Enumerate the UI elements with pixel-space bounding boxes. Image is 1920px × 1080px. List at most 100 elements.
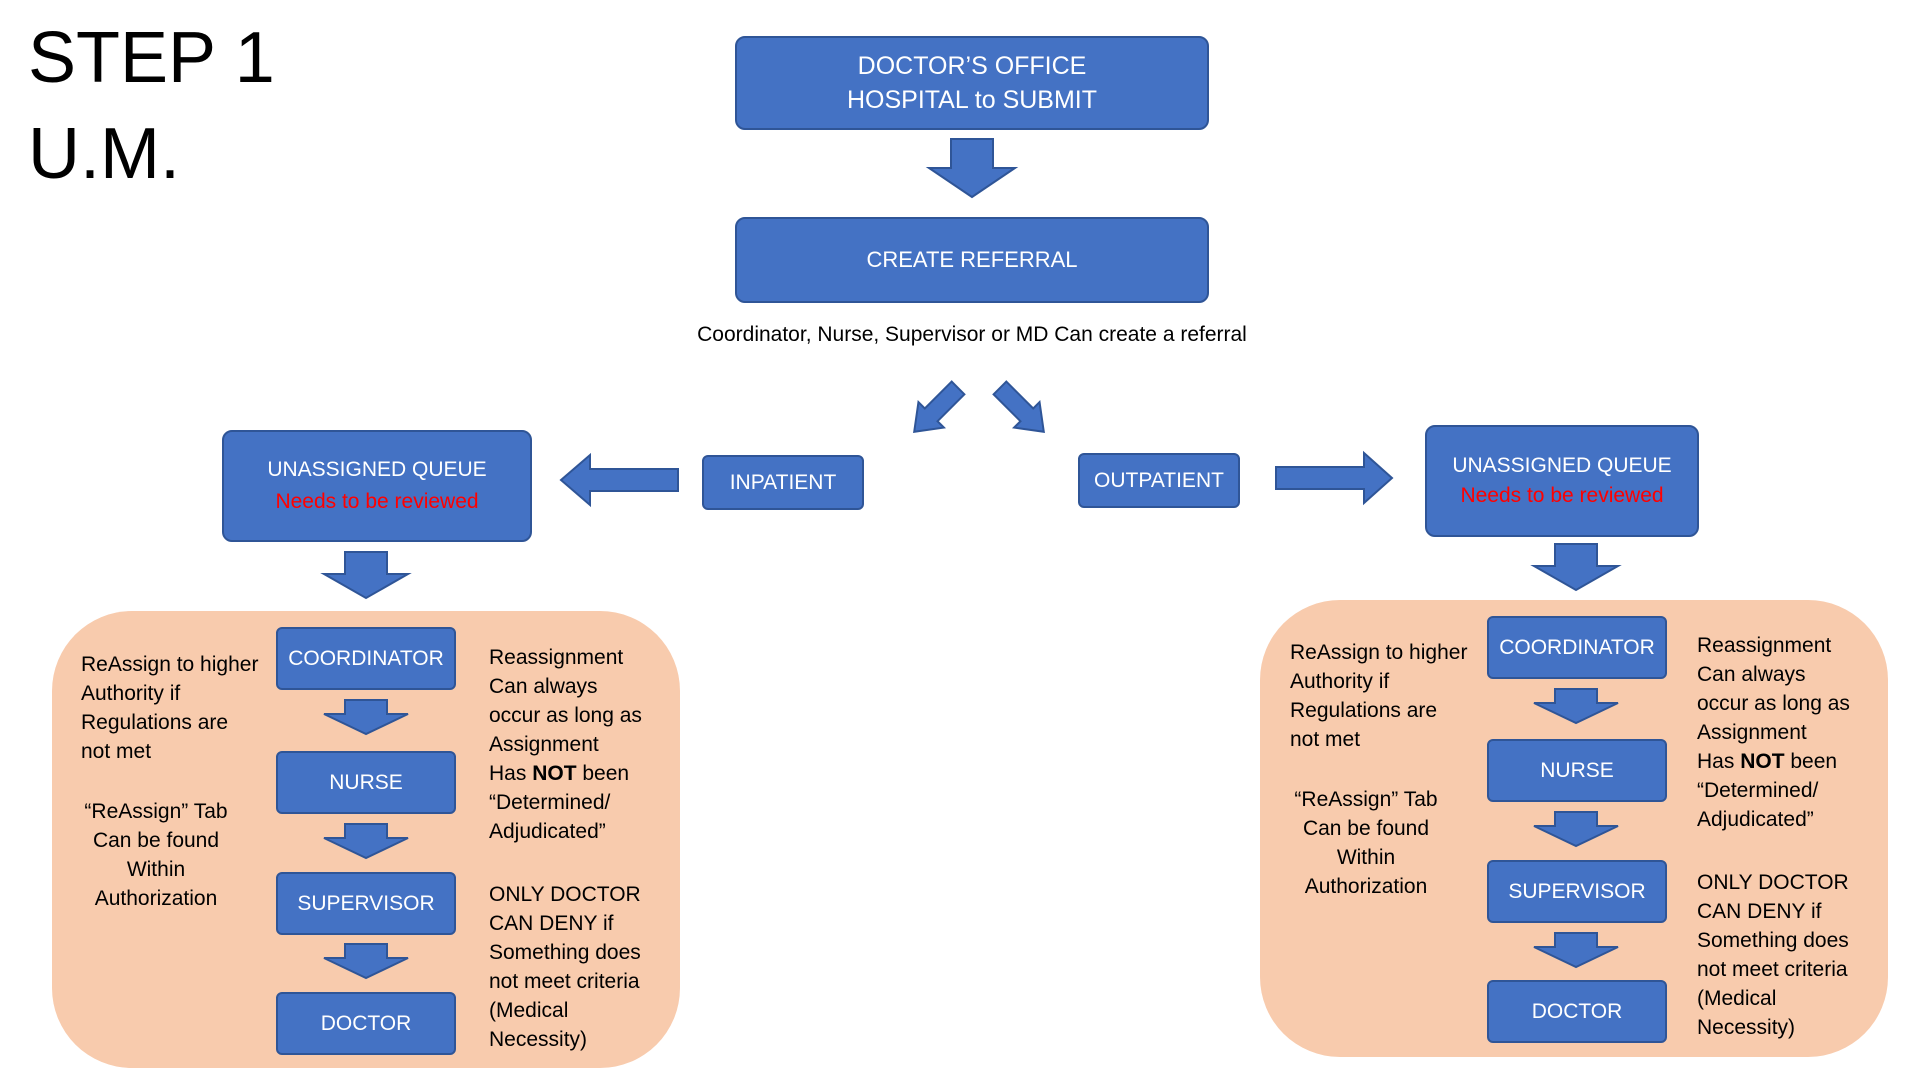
deny-line: (Medical [1697, 987, 1777, 1010]
deny-line: not meet criteria [489, 970, 640, 993]
reassign-line: Regulations are [1290, 699, 1438, 722]
right-arrow-icon [1275, 450, 1394, 506]
rule-line: Assignment [1697, 721, 1807, 744]
tab-line: Can be found [1302, 817, 1430, 840]
rule-line: Can always [1697, 663, 1806, 686]
queue-subtitle-left: Needs to be reviewed [275, 490, 479, 513]
supervisor-label-left: SUPERVISOR [297, 891, 435, 915]
reassign-tab-note-left: “ReAssign” Tab Can be found Within Autho… [70, 797, 242, 913]
create-referral-box: CREATE REFERRAL [735, 217, 1209, 303]
been-text: been [1784, 750, 1838, 773]
reassignment-rule-note-left: Reassignment Can always occur as long as… [489, 643, 679, 846]
deny-note-right: ONLY DOCTOR CAN DENY if Something does n… [1697, 868, 1887, 1042]
reassign-line: Authority if [1290, 670, 1390, 693]
reassign-line: ReAssign to higher [1290, 641, 1468, 664]
coordinator-box-left: COORDINATOR [276, 627, 456, 690]
deny-line: Something does [1697, 929, 1849, 952]
role-arrow-left-1-icon [323, 699, 409, 736]
reassign-line: not met [1290, 728, 1361, 751]
supervisor-box-left: SUPERVISOR [276, 872, 456, 935]
rule-line-has-not: Has NOT been [1697, 747, 1887, 776]
deny-line: ONLY DOCTOR [1697, 871, 1849, 894]
role-arrow-right-1-icon [1533, 688, 1619, 725]
queue-down-arrow-right-icon [1530, 543, 1622, 592]
reassign-line: Authority if [81, 682, 181, 705]
role-arrow-left-3-icon [323, 943, 409, 980]
reassign-note-right: ReAssign to higher Authority if Regulati… [1290, 638, 1485, 754]
nurse-box-right: NURSE [1487, 739, 1667, 802]
doctor-label-left: DOCTOR [320, 1011, 412, 1035]
doctors-office-line1: DOCTOR’S OFFICE [857, 52, 1087, 80]
rule-line: Reassignment [1697, 634, 1832, 657]
deny-line: CAN DENY if [1697, 900, 1822, 923]
role-arrow-left-2-icon [323, 823, 409, 860]
tab-line: Within [126, 858, 186, 881]
deny-line: not meet criteria [1697, 958, 1848, 981]
not-text: NOT [532, 762, 577, 785]
been-text: been [576, 762, 630, 785]
queue-down-arrow-left-icon [320, 551, 412, 600]
tab-line: Authorization [1304, 875, 1428, 898]
down-arrow-icon [925, 138, 1019, 199]
deny-line: Necessity) [489, 1028, 588, 1051]
tab-line: “ReAssign” Tab [84, 800, 228, 823]
doctors-office-box: DOCTOR’S OFFICE HOSPITAL to SUBMIT [735, 36, 1209, 130]
deny-line: (Medical [489, 999, 569, 1022]
rule-line: Adjudicated” [1697, 808, 1814, 831]
reassign-note-left: ReAssign to higher Authority if Regulati… [81, 650, 271, 766]
reassignment-rule-note-right: Reassignment Can always occur as long as… [1697, 631, 1887, 834]
tab-line: Authorization [94, 887, 218, 910]
reassign-line: not met [81, 740, 152, 763]
nurse-box-left: NURSE [276, 751, 456, 814]
unassigned-queue-left: UNASSIGNED QUEUE Needs to be reviewed [222, 430, 532, 542]
role-arrow-right-3-icon [1533, 932, 1619, 969]
queue-title-right: UNASSIGNED QUEUE [1452, 454, 1672, 477]
deny-line: CAN DENY if [489, 912, 614, 935]
step-title-line2: U.M. [28, 114, 180, 194]
doctor-box-right: DOCTOR [1487, 980, 1667, 1043]
has-text: Has [489, 762, 533, 785]
deny-line: Necessity) [1697, 1016, 1796, 1039]
tab-line: Within [1336, 846, 1396, 869]
doctor-box-left: DOCTOR [276, 992, 456, 1055]
coordinator-box-right: COORDINATOR [1487, 616, 1667, 679]
nurse-label-right: NURSE [1540, 758, 1614, 782]
rule-line: Adjudicated” [489, 820, 606, 843]
rule-line: occur as long as [489, 704, 642, 727]
rule-line: “Determined/ [1697, 779, 1819, 802]
supervisor-box-right: SUPERVISOR [1487, 860, 1667, 923]
queue-title-left: UNASSIGNED QUEUE [267, 458, 487, 481]
diagonal-arrow-left-icon [913, 380, 966, 433]
rule-line: Can always [489, 675, 598, 698]
deny-line: Something does [489, 941, 641, 964]
supervisor-label-right: SUPERVISOR [1508, 879, 1646, 903]
diagonal-arrow-right-icon [992, 380, 1045, 433]
step-title: STEP 1 U.M. [28, 10, 275, 202]
coordinator-label-right: COORDINATOR [1499, 635, 1655, 659]
coordinator-label-left: COORDINATOR [288, 646, 444, 670]
rule-line: Reassignment [489, 646, 624, 669]
unassigned-queue-right: UNASSIGNED QUEUE Needs to be reviewed [1425, 425, 1699, 537]
reassign-line: Regulations are [81, 711, 229, 734]
doctors-office-line2: HOSPITAL to SUBMIT [846, 86, 1098, 114]
outpatient-box: OUTPATIENT [1078, 453, 1240, 508]
rule-line-has-not: Has NOT been [489, 759, 679, 788]
referral-note: Coordinator, Nurse, Supervisor or MD Can… [697, 323, 1247, 346]
doctor-label-right: DOCTOR [1531, 999, 1623, 1023]
queue-subtitle-right: Needs to be reviewed [1460, 484, 1664, 507]
left-arrow-icon [559, 452, 679, 508]
reassign-tab-note-right: “ReAssign” Tab Can be found Within Autho… [1280, 785, 1452, 901]
tab-line: Can be found [92, 829, 220, 852]
deny-line: ONLY DOCTOR [489, 883, 641, 906]
rule-line: Assignment [489, 733, 599, 756]
outpatient-label: OUTPATIENT [1094, 468, 1224, 492]
has-text: Has [1697, 750, 1741, 773]
nurse-label-left: NURSE [329, 770, 403, 794]
create-referral-label: CREATE REFERRAL [866, 247, 1078, 272]
inpatient-label: INPATIENT [729, 470, 837, 494]
reassign-line: ReAssign to higher [81, 653, 259, 676]
deny-note-left: ONLY DOCTOR CAN DENY if Something does n… [489, 880, 679, 1054]
not-text: NOT [1740, 750, 1785, 773]
tab-line: “ReAssign” Tab [1294, 788, 1438, 811]
step-title-line1: STEP 1 [28, 18, 275, 98]
